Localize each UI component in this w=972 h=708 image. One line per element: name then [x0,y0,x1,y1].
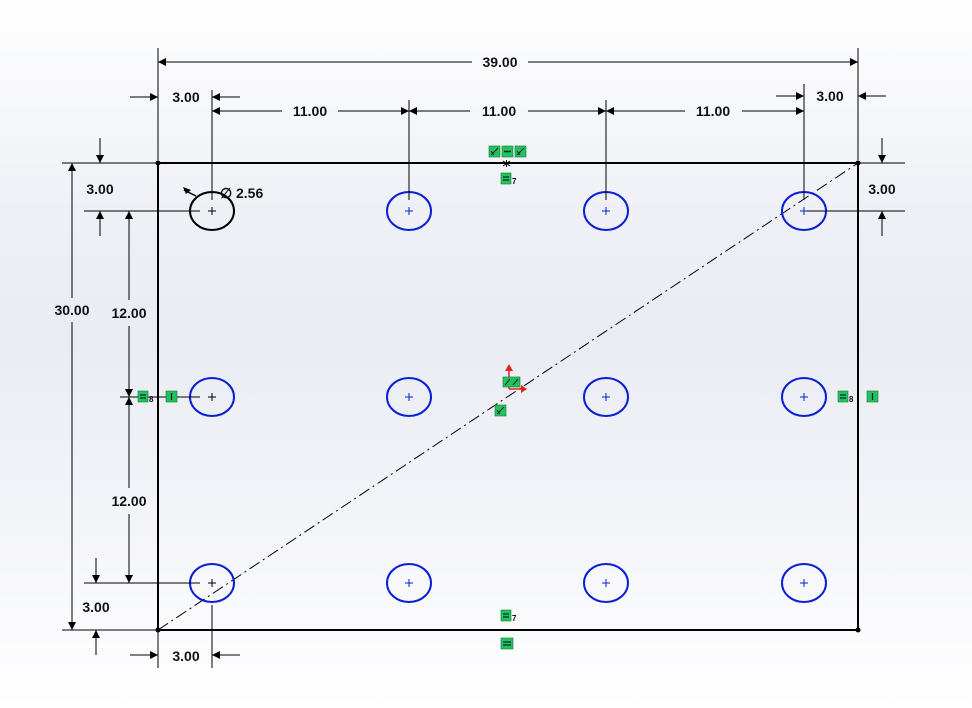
relation-equal-right[interactable]: 8 [837,390,879,404]
diameter-symbol: ∅ [220,185,232,201]
dimension-top-offset-left[interactable]: 3.00 [86,138,114,236]
dimension-spacing-1[interactable]: 11.00 [212,103,409,119]
dimension-spacing-3[interactable]: 11.00 [606,103,804,119]
hole-circle[interactable] [781,563,827,603]
dimension-spacing-2[interactable]: 11.00 [409,103,606,119]
relation-subscript: 7 [512,614,517,623]
dimension-value: 30.00 [54,302,89,318]
corner-point[interactable] [155,160,161,166]
sketch-origin[interactable] [494,364,527,417]
dimension-hole-diameter[interactable]: ∅ 2.56 [183,185,263,201]
dimension-value: 2.56 [236,185,263,201]
relation-subscript: 7 [512,177,517,186]
relation-horizontal-bottom[interactable] [500,637,514,650]
extension-lines-left [62,162,200,631]
hole-circle[interactable] [583,377,629,417]
relation-badge-group-top[interactable] [488,145,527,167]
dimension-overall-width[interactable]: 39.00 [158,54,858,70]
dimension-top-offset-right[interactable]: 3.00 [868,138,896,236]
dimension-bottom-left-offset[interactable]: 3.00 [130,648,240,664]
dimension-vertical-spacing-1[interactable]: 12.00 [111,211,147,397]
dimension-overall-height[interactable]: 30.00 [54,163,90,630]
relation-equal-left[interactable]: 8 [137,390,178,404]
dimension-value: 11.00 [482,103,516,119]
extension-lines [157,48,859,200]
dimension-value: 11.00 [293,103,327,119]
dimension-left-offset-top[interactable]: 3.00 [130,89,240,105]
corner-point[interactable] [855,627,861,633]
hole-circle[interactable] [583,563,629,603]
hole-circle[interactable] [386,377,432,417]
relation-subscript: 8 [849,395,854,404]
hole-circle[interactable] [386,563,432,603]
dimension-value: 3.00 [816,88,843,104]
dimension-value: 3.00 [868,181,895,197]
relation-equal-bottom[interactable]: 7 [500,609,517,623]
dimension-value: 3.00 [82,599,109,615]
dimension-value: 12.00 [111,493,146,509]
dimension-value: 12.00 [111,305,146,321]
dimension-value: 3.00 [172,89,199,105]
hole-circle[interactable] [781,377,827,417]
relation-subscript: 8 [149,395,154,404]
relation-equal-top[interactable]: 7 [500,172,517,186]
dimension-value: 3.00 [86,181,113,197]
dimension-value: 3.00 [172,648,199,664]
dimension-value: 39.00 [482,54,517,70]
dimension-bottom-offset[interactable]: 3.00 [82,558,110,655]
dimension-vertical-spacing-2[interactable]: 12.00 [111,397,147,583]
dimension-value: 11.00 [696,103,730,119]
dimension-right-offset-top[interactable]: 3.00 [776,88,886,104]
construction-diagonal[interactable] [157,162,859,631]
